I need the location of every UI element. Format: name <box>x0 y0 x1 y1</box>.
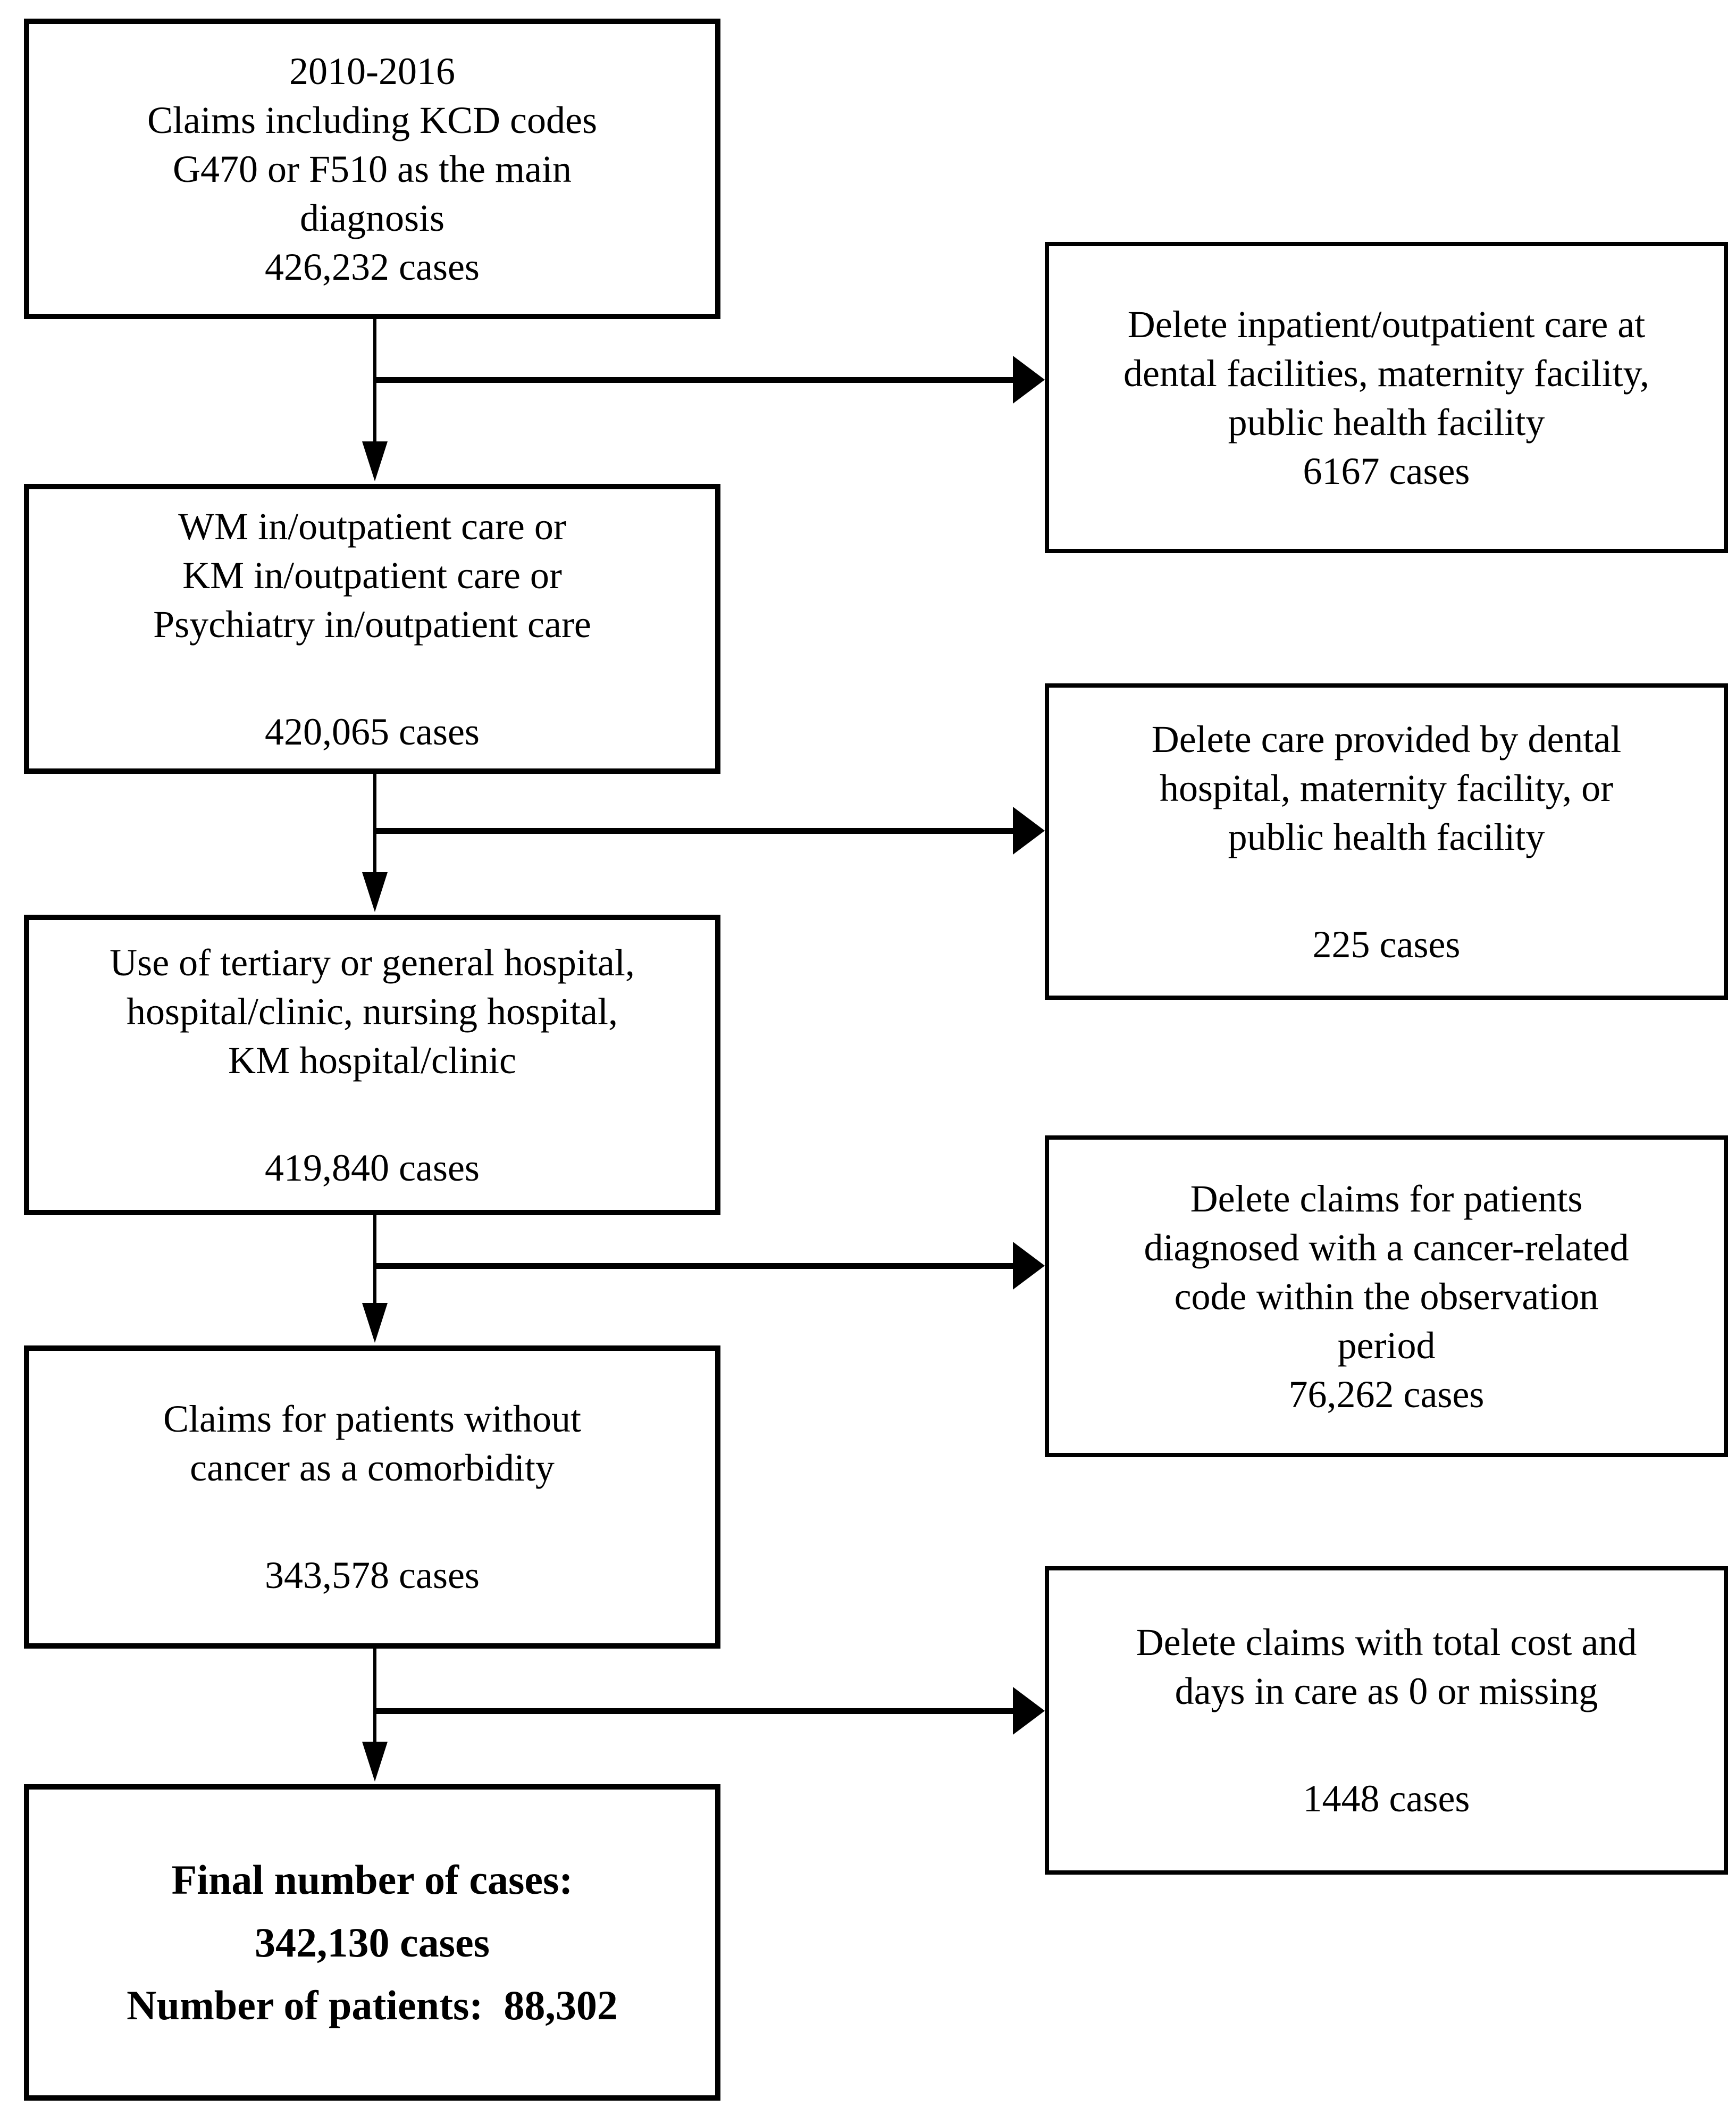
box-line: Delete claims for patients <box>1190 1177 1583 1220</box>
down-arrow-shaft-2 <box>373 774 376 872</box>
box-delete-dental-hospital-care: Delete care provided by dental hospital,… <box>1045 683 1728 1000</box>
box-cases-line: 343,578 cases <box>265 1554 480 1596</box>
box-final-counts: Final number of cases: 342,130 cases Num… <box>24 1784 720 2101</box>
final-cases-label: Final number of cases: <box>171 1856 573 1903</box>
final-patients-value: Number of patients: 88,302 <box>127 1982 618 2028</box>
box-line: Delete care provided by dental <box>1151 717 1622 760</box>
down-arrow-shaft-3 <box>373 1215 376 1303</box>
box-cases-line: 426,232 cases <box>265 245 480 288</box>
down-arrowhead-icon <box>362 441 388 481</box>
box-line: G470 or F510 as the main <box>173 147 572 190</box>
box-line: Claims including KCD codes <box>147 98 597 141</box>
box-line: Claims for patients without <box>163 1398 581 1440</box>
box-delete-cancer-code-claims: Delete claims for patients diagnosed wit… <box>1045 1135 1728 1457</box>
box-line: days in care as 0 or missing <box>1175 1670 1598 1712</box>
box-line: diagnosed with a cancer-related <box>1144 1226 1629 1269</box>
box-line: Delete inpatient/outpatient care at <box>1127 303 1646 346</box>
box-line: dental facilities, maternity facility, <box>1123 352 1649 395</box>
box-line: code within the observation <box>1174 1275 1599 1318</box>
box-line: hospital, maternity facility, or <box>1159 766 1614 809</box>
box-line: hospital/clinic, nursing hospital, <box>127 990 618 1033</box>
right-arrowhead-icon <box>1013 356 1045 404</box>
right-arrowhead-icon <box>1013 807 1045 855</box>
box-cases-line: 1448 cases <box>1303 1777 1470 1820</box>
down-arrow-shaft-4 <box>373 1649 376 1742</box>
box-line: diagnosis <box>299 196 445 239</box>
box-cases-line: 6167 cases <box>1303 449 1470 492</box>
down-arrowhead-icon <box>362 1742 388 1782</box>
box-cases-line: 225 cases <box>1312 923 1461 966</box>
down-arrowhead-icon <box>362 872 388 912</box>
box-delete-zero-cost-claims: Delete claims with total cost and days i… <box>1045 1566 1728 1875</box>
box-line: public health facility <box>1228 815 1545 858</box>
box-line: Use of tertiary or general hospital, <box>110 941 635 984</box>
right-arrow-shaft-1 <box>375 377 1013 383</box>
right-arrowhead-icon <box>1013 1687 1045 1735</box>
box-line: 2010-2016 <box>289 49 455 93</box>
box-line: WM in/outpatient care or <box>178 505 566 548</box>
right-arrow-shaft-4 <box>375 1708 1013 1714</box>
box-line: Delete claims with total cost and <box>1136 1621 1637 1663</box>
box-line: cancer as a comorbidity <box>190 1447 555 1489</box>
box-delete-dental-maternity-public-care: Delete inpatient/outpatient care at dent… <box>1045 242 1728 553</box>
right-arrow-shaft-2 <box>375 828 1013 834</box>
box-cases-line: 76,262 cases <box>1288 1373 1485 1416</box>
box-no-cancer-comorbidity: Claims for patients without cancer as a … <box>24 1345 720 1649</box>
box-hospital-types: Use of tertiary or general hospital, hos… <box>24 915 720 1215</box>
box-wm-km-psychiatry-care: WM in/outpatient care or KM in/outpatien… <box>24 484 720 774</box>
box-line: KM in/outpatient care or <box>182 554 562 597</box>
box-line: Psychiatry in/outpatient care <box>153 603 591 646</box>
right-arrow-shaft-3 <box>375 1263 1013 1269</box>
box-line: period <box>1337 1324 1436 1367</box>
right-arrowhead-icon <box>1013 1242 1045 1290</box>
box-line: public health facility <box>1228 400 1545 444</box>
box-cases-line: 420,065 cases <box>265 710 480 753</box>
box-claims-2010-2016: 2010-2016 Claims including KCD codes G47… <box>24 19 720 319</box>
box-line: KM hospital/clinic <box>228 1039 516 1082</box>
box-cases-line: 419,840 cases <box>265 1146 480 1189</box>
final-cases-value: 342,130 cases <box>255 1919 490 1966</box>
down-arrowhead-icon <box>362 1303 388 1343</box>
